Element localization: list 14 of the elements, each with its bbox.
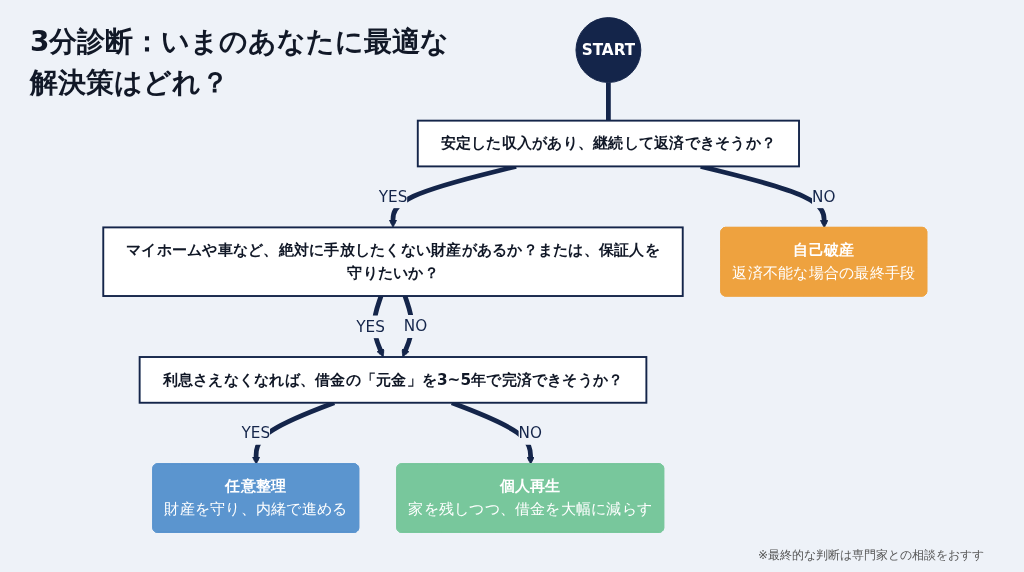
edge-label: NO [403, 316, 428, 336]
connector [606, 82, 611, 121]
edge-label: YES [356, 317, 385, 336]
edge-label: YES [241, 423, 271, 442]
edge-label: NO [812, 187, 836, 206]
node-box: 利息さえなくなれば、借金の「元金」を3~5年で完済できそうか？ [138, 356, 648, 404]
arrow [401, 295, 415, 358]
title: 3分診断：いまのあなたに最適な解決策はどれ？ [30, 24, 450, 101]
node-box: 安定した収入があり、継続して返済できそうか？ [416, 119, 800, 168]
node-circle: START [575, 17, 642, 83]
footnote: ※最終的な判断は専門家との相談をおすす [757, 547, 984, 564]
edge-label: YES [378, 187, 408, 206]
edge-label: NO [518, 423, 542, 442]
node-box: マイホームや車など、絶対に手放したくない財産があるか？または、保証人を守りたいか？ [102, 226, 684, 297]
